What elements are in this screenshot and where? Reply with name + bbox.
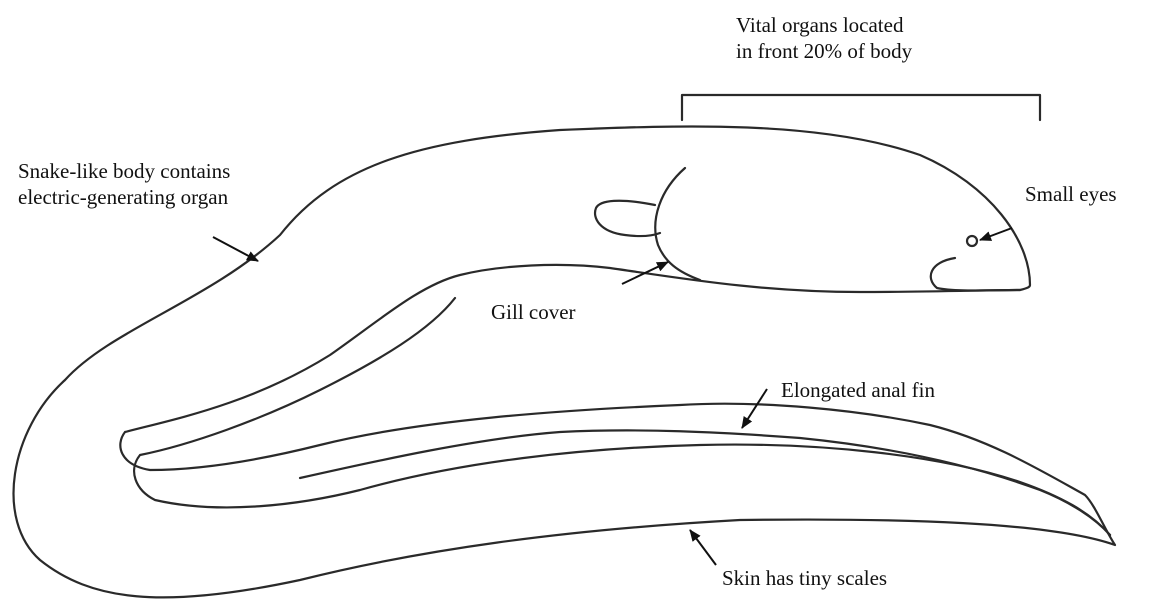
gill-arrow xyxy=(622,262,668,284)
pectoral-fin xyxy=(595,201,660,236)
eyes-arrow xyxy=(980,228,1012,240)
vital-organs-bracket xyxy=(682,95,1040,120)
skin-label-text: Skin has tiny scales xyxy=(722,565,887,591)
vital-organs-label-line-1: Vital organs located xyxy=(736,12,912,38)
body-label-line-2: electric-generating organ xyxy=(18,184,230,210)
body-label-line-1: Snake-like body contains xyxy=(18,158,230,184)
inner-body-contour xyxy=(134,298,1110,535)
anal-fin-label-text: Elongated anal fin xyxy=(781,377,935,403)
eyes-label: Small eyes xyxy=(1025,181,1117,207)
eyes-label-text: Small eyes xyxy=(1025,181,1117,207)
anal-fin-label: Elongated anal fin xyxy=(781,377,935,403)
body-arrow xyxy=(213,237,258,261)
eye xyxy=(967,236,977,246)
gill-label-text: Gill cover xyxy=(491,299,576,325)
skin-label: Skin has tiny scales xyxy=(722,565,887,591)
gill-label: Gill cover xyxy=(491,299,576,325)
gill-cover xyxy=(655,168,700,280)
skin-arrow xyxy=(690,530,716,565)
mouth-line xyxy=(931,258,1020,291)
anal-fin-arrow xyxy=(742,389,767,428)
vital-organs-label: Vital organs located in front 20% of bod… xyxy=(736,12,912,64)
body-label: Snake-like body contains electric-genera… xyxy=(18,158,230,210)
vital-organs-label-line-2: in front 20% of body xyxy=(736,38,912,64)
